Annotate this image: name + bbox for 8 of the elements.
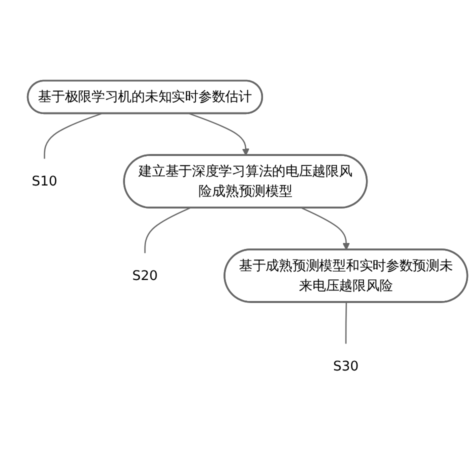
node-text: S30 [333, 358, 359, 374]
node-text: S20 [132, 268, 158, 284]
node-text: S10 [32, 173, 58, 190]
connector [144, 208, 190, 254]
arrow [302, 208, 350, 250]
arrow [189, 113, 250, 156]
connector [345, 302, 347, 344]
connector [44, 113, 102, 159]
